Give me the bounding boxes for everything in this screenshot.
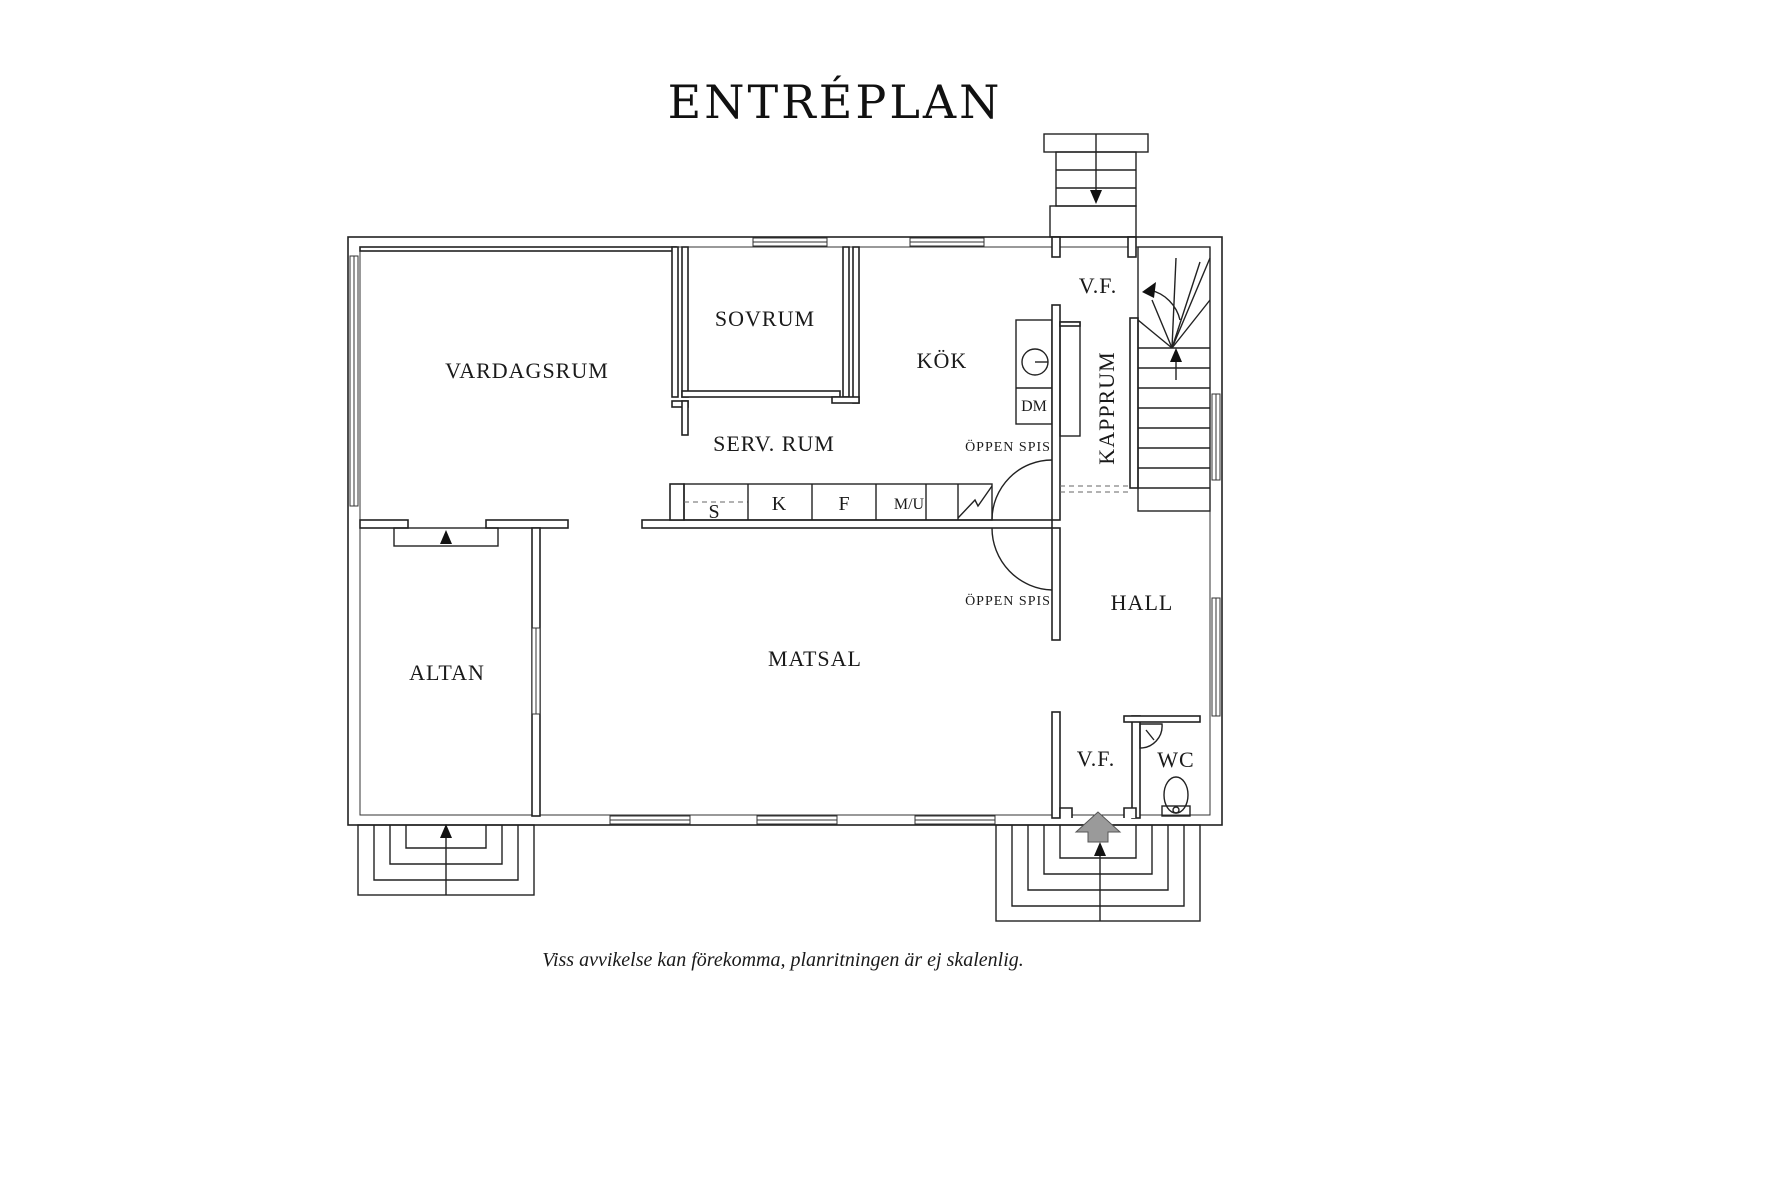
window-north-kok [909,237,985,247]
room-label-kapprum: KAPPRUM [1094,351,1119,464]
room-label-sovrum: SOVRUM [715,306,815,331]
room-label-matsal: MATSAL [768,646,862,671]
room-label-serv-rum: SERV. RUM [713,431,835,456]
window-east-2 [1211,597,1221,717]
room-label-vardagsrum: VARDAGSRUM [445,358,609,383]
window-east-1 [1211,393,1221,481]
room-label-wc: WC [1157,747,1194,772]
window-south-2 [756,815,838,825]
room-label-hall: HALL [1111,590,1174,615]
cabinet-label-f: F [838,493,849,515]
staircase [1137,246,1211,512]
walls-altan [531,527,541,817]
window-south-3 [914,815,996,825]
steps-altan [357,824,535,896]
window-north-sovrum [752,237,828,247]
storage-cabinets [683,483,993,521]
plan-title: ENTRÉPLAN [668,74,1003,129]
walls-sovrum [671,246,860,436]
kitchen-counter [1015,304,1081,521]
fireplace-kok [991,459,1053,521]
steps-north [1043,133,1149,238]
fireplace-label-top: ÖPPEN SPIS [965,438,1051,455]
dishwasher-label: DM [1021,398,1047,415]
cabinet-label-s: S [708,501,719,523]
room-label-altan: ALTAN [409,660,485,685]
disclaimer: Viss avvikelse kan förekomma, planritnin… [542,949,1024,971]
cabinet-label-k: K [772,493,787,515]
outer-walls [347,236,1223,826]
fireplace-label-bottom: ÖPPEN SPIS [965,592,1051,609]
fireplace-matsal [991,527,1053,591]
cabinet-label-mu: M/U [894,496,925,513]
room-label-vf-bottom: V.F. [1077,746,1116,771]
window-west [349,255,359,507]
room-label-vf-top: V.F. [1079,273,1118,298]
steps-main-entrance [995,807,1201,922]
room-label-kok: KÖK [917,348,968,373]
door-vardagsrum-altan [393,527,499,547]
window-south-1 [609,815,691,825]
main-entrance-arrow [1074,811,1122,843]
wc-fixtures [1139,723,1191,817]
walls-vardagsrum [359,246,679,529]
